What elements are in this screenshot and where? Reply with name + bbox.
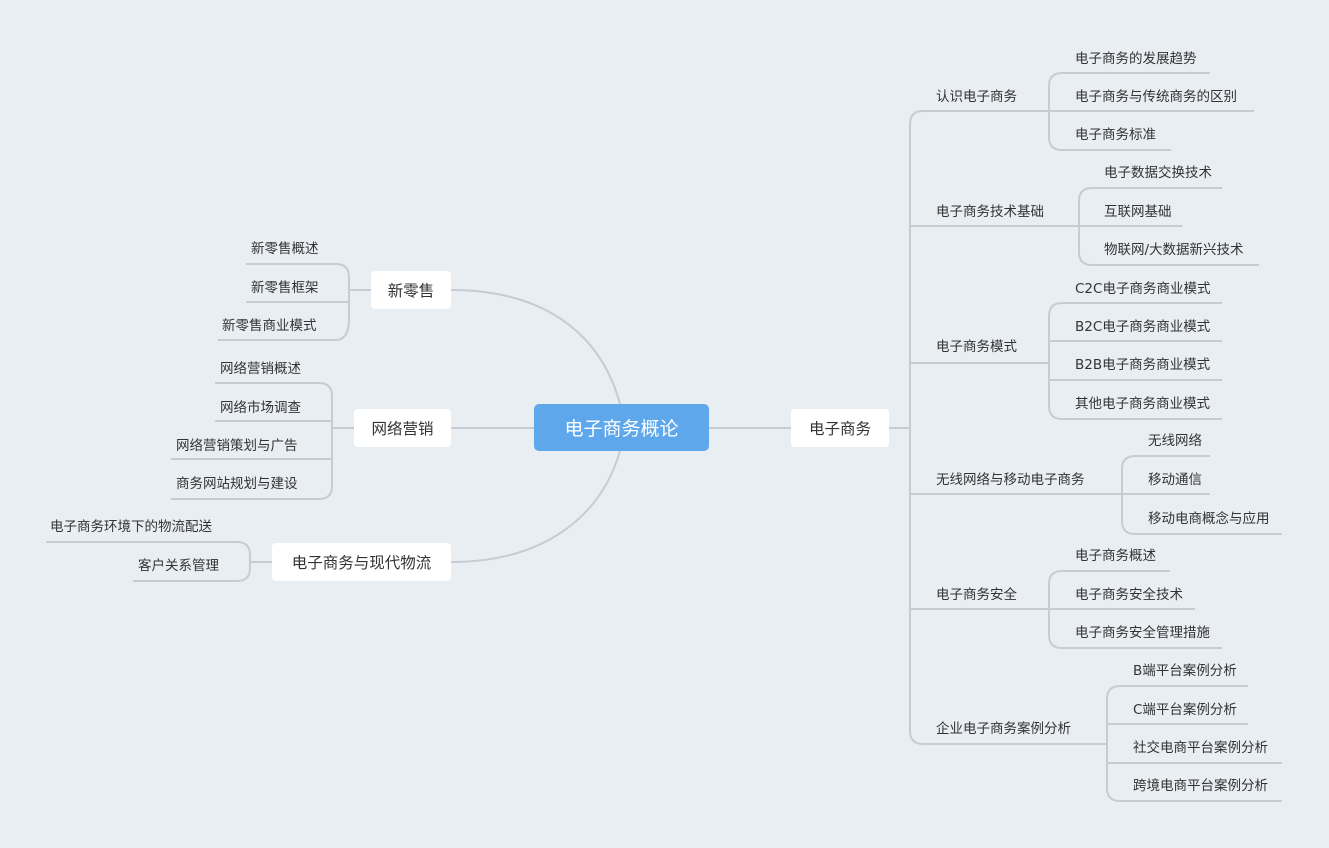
subtopic-wuxian-1[interactable]: 无线网络 [1148,433,1202,449]
topic-wuliu[interactable]: 电子商务与现代物流 [272,543,451,581]
subtopic-anquan-1[interactable]: 电子商务概述 [1075,548,1156,564]
subtopic-renshi-3[interactable]: 电子商务标准 [1075,127,1156,143]
subtopic-wuliu-2[interactable]: 客户关系管理 [138,558,219,574]
group-jishu-jichu[interactable]: 电子商务技术基础 [936,204,1044,220]
subtopic-anquan-3[interactable]: 电子商务安全管理措施 [1075,625,1210,641]
subtopic-anquan-2[interactable]: 电子商务安全技术 [1075,587,1183,603]
subtopic-xinlingshou-1[interactable]: 新零售概述 [251,241,319,257]
subtopic-wangluo-2[interactable]: 网络市场调查 [220,400,301,416]
topic-dianzi-shangwu[interactable]: 电子商务 [791,409,889,447]
subtopic-xinlingshou-2[interactable]: 新零售框架 [251,280,319,296]
topic-wangluo-yingxiao[interactable]: 网络营销 [354,409,451,447]
subtopic-wuxian-3[interactable]: 移动电商概念与应用 [1148,511,1270,527]
topic-xinlingshou[interactable]: 新零售 [371,271,451,309]
subtopic-anli-1[interactable]: B端平台案例分析 [1133,663,1237,679]
subtopic-moshi-4[interactable]: 其他电子商务商业模式 [1075,396,1210,412]
group-moshi[interactable]: 电子商务模式 [936,339,1017,355]
subtopic-wangluo-4[interactable]: 商务网站规划与建设 [176,476,298,492]
subtopic-moshi-2[interactable]: B2C电子商务商业模式 [1075,319,1211,335]
subtopic-moshi-1[interactable]: C2C电子商务商业模式 [1075,281,1211,297]
group-anli-fenxi[interactable]: 企业电子商务案例分析 [936,721,1071,737]
subtopic-anli-2[interactable]: C端平台案例分析 [1133,702,1237,718]
subtopic-moshi-3[interactable]: B2B电子商务商业模式 [1075,357,1211,373]
subtopic-anli-3[interactable]: 社交电商平台案例分析 [1133,740,1268,756]
group-renshi[interactable]: 认识电子商务 [936,89,1017,105]
subtopic-jishu-1[interactable]: 电子数据交换技术 [1104,165,1212,181]
subtopic-anli-4[interactable]: 跨境电商平台案例分析 [1133,778,1268,794]
subtopic-renshi-2[interactable]: 电子商务与传统商务的区别 [1075,89,1237,105]
subtopic-xinlingshou-3[interactable]: 新零售商业模式 [222,318,317,334]
group-wuxian-yidong[interactable]: 无线网络与移动电子商务 [936,472,1085,488]
subtopic-wangluo-3[interactable]: 网络营销策划与广告 [176,438,298,454]
subtopic-wuliu-1[interactable]: 电子商务环境下的物流配送 [50,519,212,535]
subtopic-wuxian-2[interactable]: 移动通信 [1148,472,1202,488]
subtopic-jishu-3[interactable]: 物联网/大数据新兴技术 [1104,242,1244,258]
root-topic[interactable]: 电子商务概论 [534,404,709,451]
group-anquan[interactable]: 电子商务安全 [936,587,1017,603]
subtopic-renshi-1[interactable]: 电子商务的发展趋势 [1075,51,1197,67]
subtopic-wangluo-1[interactable]: 网络营销概述 [220,361,301,377]
subtopic-jishu-2[interactable]: 互联网基础 [1104,204,1172,220]
